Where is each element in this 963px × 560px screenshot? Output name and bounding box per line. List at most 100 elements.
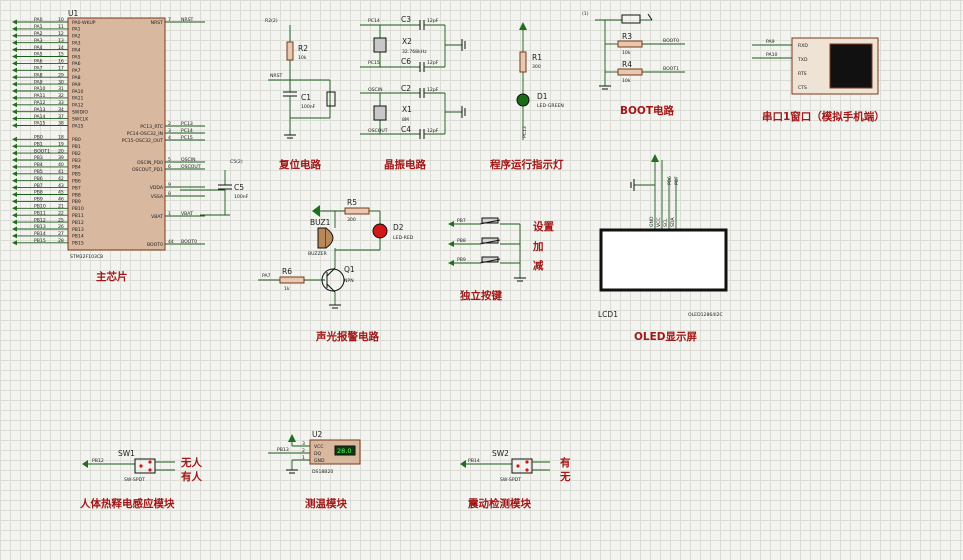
c1-value: 100nF bbox=[301, 104, 316, 110]
mcu-left-net: PA2 bbox=[34, 31, 43, 37]
mcu-left-num: 21 bbox=[58, 204, 64, 210]
resistor-r3[interactable] bbox=[617, 40, 643, 48]
pin-arrow-icon bbox=[12, 67, 17, 73]
mcu-left-num: 45 bbox=[58, 190, 64, 196]
resistor-r5[interactable] bbox=[344, 207, 370, 215]
vibration-module: PB14 SW2 SW-SPDT 有 无 震动检测模块 bbox=[460, 449, 571, 510]
pin-arrow-icon bbox=[12, 178, 17, 184]
vib-state-yes: 有 bbox=[560, 456, 571, 469]
pir-state-someone: 有人 bbox=[181, 470, 202, 483]
d1-value: LED-GREEN bbox=[537, 103, 564, 109]
title-oled: OLED显示屏 bbox=[634, 331, 698, 343]
mcu-left-net: PA5 bbox=[34, 52, 43, 58]
key-label-3: 减 bbox=[533, 259, 544, 272]
oled-module: PB6 PB7 GND VCC SCL SDA LCD1 OLED12864I2… bbox=[598, 154, 728, 343]
crystal-caps[interactable] bbox=[419, 20, 425, 139]
mcu-left-net: PB14 bbox=[34, 231, 46, 237]
temp-pin-gnd: GND bbox=[314, 458, 325, 464]
title-temp: 测温模块 bbox=[305, 497, 347, 510]
mcu-left-pin: PB15 bbox=[72, 241, 84, 247]
vib-switch-sw2[interactable] bbox=[511, 458, 533, 474]
crystal-x2[interactable] bbox=[373, 37, 387, 53]
mcu-left-net: PA7 bbox=[34, 66, 43, 72]
oled-screen[interactable] bbox=[599, 228, 728, 292]
mcu-left-num: 41 bbox=[58, 169, 64, 175]
pin-arrow-icon bbox=[12, 26, 17, 32]
pin-arrow-icon bbox=[12, 33, 17, 39]
oled-pin-vcc: VCC bbox=[656, 217, 662, 227]
c1-ref: C1 bbox=[301, 93, 311, 102]
oled-pin-sda: SDA bbox=[670, 217, 676, 227]
title-vibration: 震动检测模块 bbox=[467, 497, 531, 510]
resistor-r1[interactable] bbox=[519, 51, 527, 73]
title-boot: BOOT电路 bbox=[620, 104, 675, 117]
mcu-left-pin: PB4 bbox=[72, 165, 81, 171]
r5-ref: R5 bbox=[347, 198, 357, 207]
temp-part: DS18B20 bbox=[312, 469, 333, 475]
mcu-left-pin: PB12 bbox=[72, 220, 84, 226]
c5-ref: C5 bbox=[234, 183, 244, 192]
mcu-left-num: 40 bbox=[58, 162, 64, 168]
r6-ref: R6 bbox=[282, 267, 292, 276]
ground-arrow-icon bbox=[312, 205, 320, 217]
mcu-left-pin: PB10 bbox=[72, 206, 84, 212]
boot-circuit: (1) R3 10k BOOT0 R4 10k BOOT1 BOOT电路 bbox=[582, 11, 685, 117]
resistor-r4[interactable] bbox=[617, 68, 643, 76]
reset-button[interactable] bbox=[326, 91, 336, 107]
c3-ref: C3 bbox=[401, 15, 411, 24]
mcu-left-num: 28 bbox=[58, 238, 64, 244]
mcu-left-pin: PB14 bbox=[72, 234, 84, 240]
key-label-1: 设置 bbox=[533, 220, 554, 233]
resistor-r2[interactable] bbox=[286, 41, 294, 61]
temp-vcc-arrow-icon bbox=[288, 434, 296, 442]
mcu-left-pin: PB2 bbox=[72, 151, 81, 157]
mcu-left-net: PA10 bbox=[34, 86, 46, 92]
d2-ref: D2 bbox=[393, 223, 404, 232]
crystal-x1[interactable] bbox=[373, 105, 387, 121]
key-net: PB7 bbox=[457, 218, 466, 224]
mcu-left-net: PA14 bbox=[34, 114, 46, 120]
mcu-right-net: OSCIN bbox=[181, 157, 196, 163]
mcu-left-net: PB9 bbox=[34, 197, 43, 203]
mcu-right-num: 44 bbox=[168, 239, 174, 245]
mcu-left-pin: PA5 bbox=[72, 54, 81, 60]
pin-arrow-icon bbox=[12, 198, 17, 204]
buzzer-buz1[interactable] bbox=[317, 227, 327, 249]
mcu-body[interactable] bbox=[67, 17, 166, 251]
resistor-r6[interactable] bbox=[279, 276, 305, 284]
key-net: PB8 bbox=[457, 238, 466, 244]
d1-ref: D1 bbox=[537, 92, 548, 101]
pin-arrow-icon bbox=[12, 143, 17, 149]
pin-arrow-icon bbox=[12, 123, 17, 128]
mcu-part: STM32F103C8 bbox=[70, 254, 103, 260]
mcu-left-net: PA3 bbox=[34, 38, 43, 44]
mcu-right-net: PC15 bbox=[181, 135, 193, 141]
c3-value: 12pF bbox=[427, 18, 439, 24]
mcu-left-num: 31 bbox=[58, 86, 64, 92]
mcu-left-num: 29 bbox=[58, 72, 64, 78]
boot-switch[interactable] bbox=[621, 14, 641, 24]
mcu-right-pin: VSSA bbox=[151, 194, 164, 200]
sw1-ref: SW1 bbox=[118, 449, 135, 458]
led-green-d1[interactable] bbox=[516, 93, 530, 107]
mcu-right-pin: NRST bbox=[151, 20, 164, 26]
mcu-left-net: PA1 bbox=[34, 24, 43, 30]
transistor-q1[interactable] bbox=[321, 268, 345, 292]
c6-ref: C6 bbox=[401, 57, 411, 66]
mcu-left-pin: PA12 bbox=[72, 103, 84, 109]
capacitor-c5[interactable]: C5 100nF C5(2) bbox=[180, 159, 249, 216]
xtal-net-oscout: OSCOUT bbox=[368, 128, 388, 134]
mcu-right-num: 7 bbox=[168, 17, 171, 23]
mcu-left-net: PB10 bbox=[34, 204, 46, 210]
oled-net-pb6: PB6 bbox=[667, 176, 673, 185]
pin-arrow-icon bbox=[12, 164, 17, 170]
mcu-left-net: PB7 bbox=[34, 183, 43, 189]
pin-arrow-icon bbox=[12, 60, 17, 66]
mcu-left-pin: PB8 bbox=[72, 192, 81, 198]
pin-arrow-icon bbox=[12, 185, 17, 191]
led-red-d2[interactable] bbox=[372, 223, 388, 239]
pir-switch-sw1[interactable] bbox=[134, 458, 156, 474]
mcu-right-pin: OSCIN_PD0 bbox=[137, 160, 163, 166]
reset-net-in: R2(2) bbox=[265, 18, 278, 24]
